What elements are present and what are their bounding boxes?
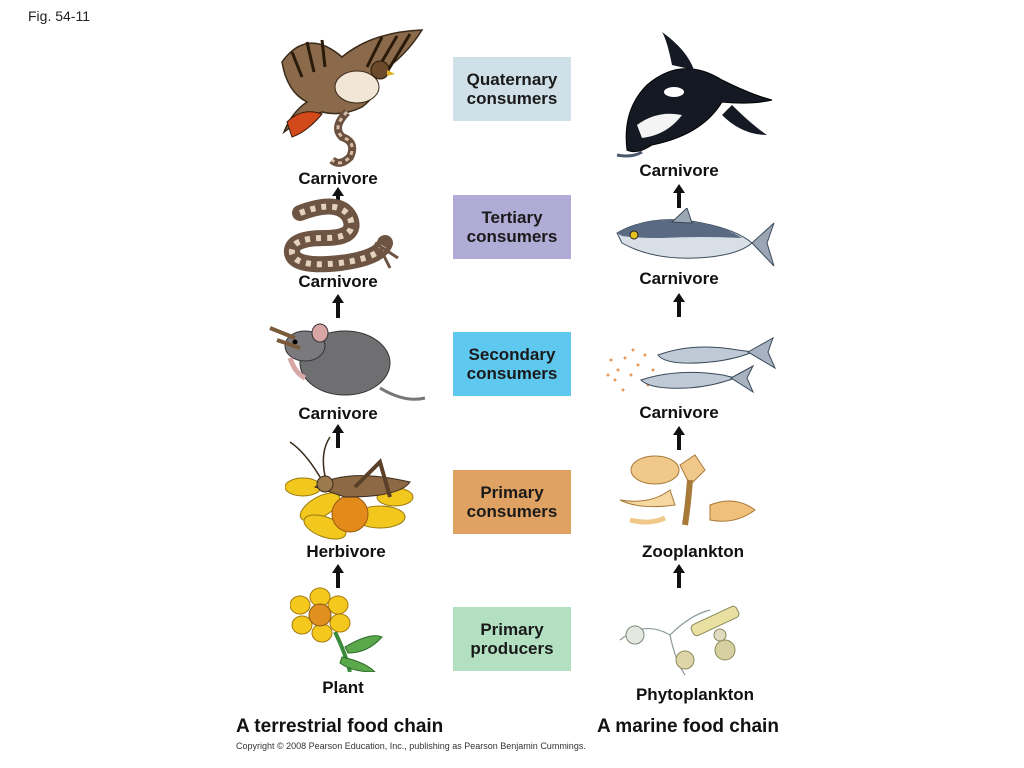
terrestrial-label-producers: Plant [322, 678, 364, 697]
terrestrial-label-tertiary: Carnivore [298, 272, 378, 291]
level-label-line1: Tertiary [481, 208, 543, 227]
mouse-illustration [269, 323, 426, 401]
arrow-up-icon [332, 424, 344, 448]
level-label-line2: consumers [466, 502, 558, 521]
small-fish-illustration [606, 336, 777, 394]
level-box-primary-consumers: Primary consumers [453, 470, 571, 534]
killer-whale-illustration [616, 32, 773, 158]
snake-illustration [283, 198, 399, 273]
terrestrial-label-secondary: Carnivore [298, 404, 378, 423]
figure-label: Fig. 54-11 [28, 8, 90, 24]
hawk-illustration [281, 29, 424, 167]
level-box-tertiary-consumers: Tertiary consumers [453, 195, 571, 259]
level-label-line1: Secondary [468, 345, 556, 364]
arrow-up-icon [673, 293, 685, 317]
marine-label-quaternary: Carnivore [639, 161, 719, 180]
phytoplankton-illustration [619, 605, 740, 676]
terrestrial-label-quaternary: Carnivore [298, 169, 378, 188]
arrow-up-icon [673, 184, 685, 208]
level-box-primary-producers: Primary producers [453, 607, 571, 671]
level-label-line2: consumers [466, 227, 558, 246]
arrow-up-icon [332, 294, 344, 318]
level-label-line2: producers [470, 639, 554, 658]
marine-label-tertiary: Carnivore [639, 269, 719, 288]
level-box-quaternary-consumers: Quaternary consumers [453, 57, 571, 121]
marine-label-primary-consumers: Zooplankton [642, 542, 744, 561]
grasshopper-illustration [285, 436, 414, 540]
level-label-line2: consumers [466, 364, 558, 383]
zooplankton-illustration [619, 454, 756, 526]
marine-label-secondary: Carnivore [639, 403, 719, 422]
arrow-up-icon [673, 564, 685, 588]
tuna-illustration [616, 208, 775, 267]
level-box-secondary-consumers: Secondary consumers [453, 332, 571, 396]
level-label-line1: Primary [480, 620, 544, 639]
copyright-notice: Copyright © 2008 Pearson Education, Inc.… [236, 741, 586, 751]
terrestrial-label-primary-consumers: Herbivore [306, 542, 386, 561]
level-label-line2: consumers [466, 89, 558, 108]
marine-label-producers: Phytoplankton [635, 685, 755, 704]
arrow-up-icon [332, 187, 344, 211]
level-label-line1: Quaternary [466, 70, 558, 89]
terrestrial-chain-title: A terrestrial food chain [236, 716, 444, 737]
flower-illustration [290, 587, 383, 672]
level-label-line1: Primary [480, 483, 544, 502]
arrow-up-icon [332, 564, 344, 588]
marine-chain-title: A marine food chain [597, 716, 779, 737]
arrow-up-icon [673, 426, 685, 450]
